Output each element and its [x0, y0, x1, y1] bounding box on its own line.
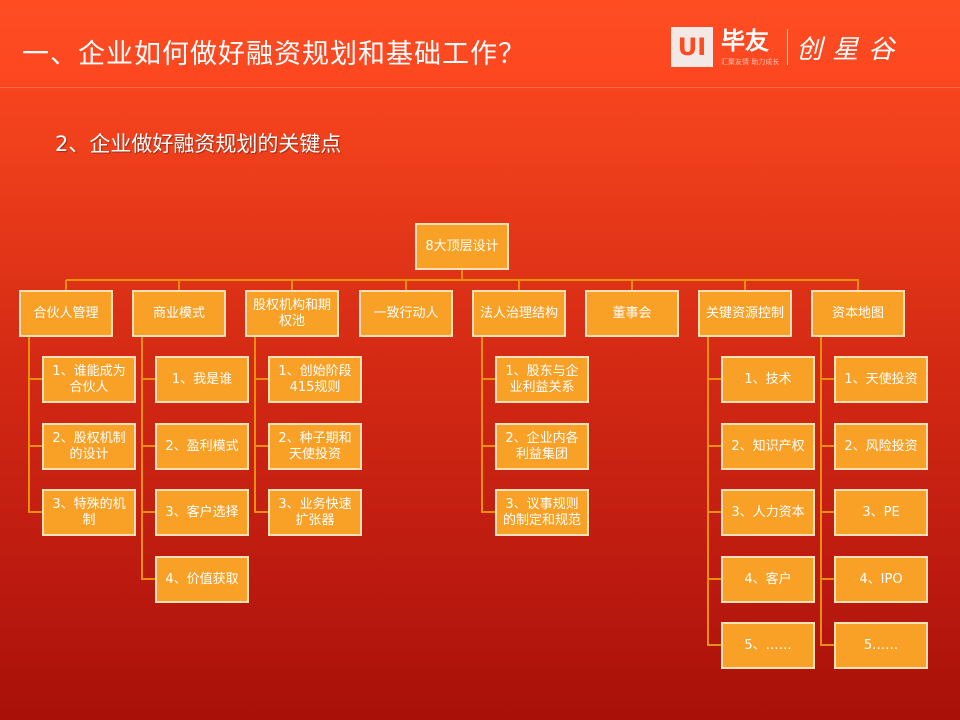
connector-line: [28, 378, 42, 380]
connector-line: [141, 511, 155, 513]
branch-node: 董事会: [585, 290, 679, 337]
connector-line: [820, 644, 834, 646]
branch-node: 合伙人管理: [19, 290, 113, 337]
leaf-node: 4、IPO: [834, 556, 928, 603]
connector-line: [141, 337, 143, 580]
leaf-node: 2、盈利模式: [155, 423, 249, 470]
leaf-node: 1、谁能成为合伙人: [42, 356, 136, 403]
section-subtitle: 2、企业做好融资规划的关键点: [55, 132, 342, 156]
leaf-node: 3、人力资本: [721, 489, 815, 536]
logo-tagline: 汇聚友情 助力成长: [721, 58, 780, 66]
leaf-node: 1、股东与企业利益关系: [495, 356, 589, 403]
connector-line: [820, 445, 834, 447]
connector-line: [518, 280, 520, 290]
branch-node: 一致行动人: [359, 290, 453, 337]
connector-line: [744, 280, 746, 290]
leaf-node: 4、价值获取: [155, 556, 249, 603]
connector-line: [481, 337, 483, 513]
connector-line: [405, 280, 407, 290]
connector-line: [28, 511, 42, 513]
logo-partner: 创星谷: [796, 34, 905, 65]
leaf-node: 3、业务快速扩张器: [268, 489, 362, 536]
logo-divider: [787, 29, 789, 65]
connector-line: [141, 378, 155, 380]
connector-line: [66, 279, 860, 281]
connector-line: [28, 445, 42, 447]
leaf-node: 3、议事规则的制定和规范: [495, 489, 589, 536]
root-node: 8大顶层设计: [415, 223, 509, 270]
connector-line: [254, 378, 268, 380]
leaf-node: 5、……: [721, 622, 815, 669]
logo-brand-group: 毕友 汇聚友情 助力成长: [721, 27, 779, 67]
leaf-node: 2、知识产权: [721, 423, 815, 470]
connector-line: [820, 337, 822, 646]
connector-line: [707, 578, 721, 580]
leaf-node: 1、创始阶段415规则: [268, 356, 362, 403]
leaf-node: 2、种子期和天使投资: [268, 423, 362, 470]
leaf-node: 3、特殊的机制: [42, 489, 136, 536]
connector-line: [481, 511, 495, 513]
leaf-node: 2、风险投资: [834, 423, 928, 470]
connector-line: [178, 280, 180, 290]
connector-line: [707, 337, 709, 646]
branch-node: 资本地图: [811, 290, 905, 337]
page-title: 一、企业如何做好融资规划和基础工作？: [22, 39, 526, 70]
connector-line: [820, 511, 834, 513]
connector-line: [65, 280, 67, 290]
logo-ui-mark: UI: [671, 27, 713, 67]
leaf-node: 5……: [834, 622, 928, 669]
branch-node: 法人治理结构: [472, 290, 566, 337]
connector-line: [254, 511, 268, 513]
leaf-node: 1、技术: [721, 356, 815, 403]
connector-line: [141, 445, 155, 447]
connector-line: [707, 378, 721, 380]
leaf-node: 1、天使投资: [834, 356, 928, 403]
connector-line: [481, 378, 495, 380]
branch-node: 商业模式: [132, 290, 226, 337]
connector-line: [631, 280, 633, 290]
connector-line: [254, 445, 268, 447]
connector-line: [820, 378, 834, 380]
connector-line: [481, 445, 495, 447]
connector-line: [254, 337, 256, 513]
branch-node: 股权机构和期权池: [245, 290, 339, 337]
leaf-node: 2、企业内各利益集团: [495, 423, 589, 470]
logo: UI 毕友 汇聚友情 助力成长 创星谷: [671, 27, 904, 67]
connector-line: [28, 337, 30, 513]
branch-node: 关键资源控制: [698, 290, 792, 337]
connector-line: [707, 644, 721, 646]
connector-line: [141, 578, 155, 580]
leaf-node: 3、PE: [834, 489, 928, 536]
leaf-node: 4、客户: [721, 556, 815, 603]
connector-line: [291, 280, 293, 290]
connector-line: [707, 511, 721, 513]
leaf-node: 3、客户选择: [155, 489, 249, 536]
header-bar: 一、企业如何做好融资规划和基础工作？ UI 毕友 汇聚友情 助力成长 创星谷: [0, 0, 960, 88]
connector-line: [857, 280, 859, 290]
connector-line: [820, 578, 834, 580]
connector-line: [707, 445, 721, 447]
connector-line: [461, 270, 463, 280]
leaf-node: 1、我是谁: [155, 356, 249, 403]
logo-brand: 毕友: [721, 27, 769, 55]
leaf-node: 2、股权机制的设计: [42, 423, 136, 470]
